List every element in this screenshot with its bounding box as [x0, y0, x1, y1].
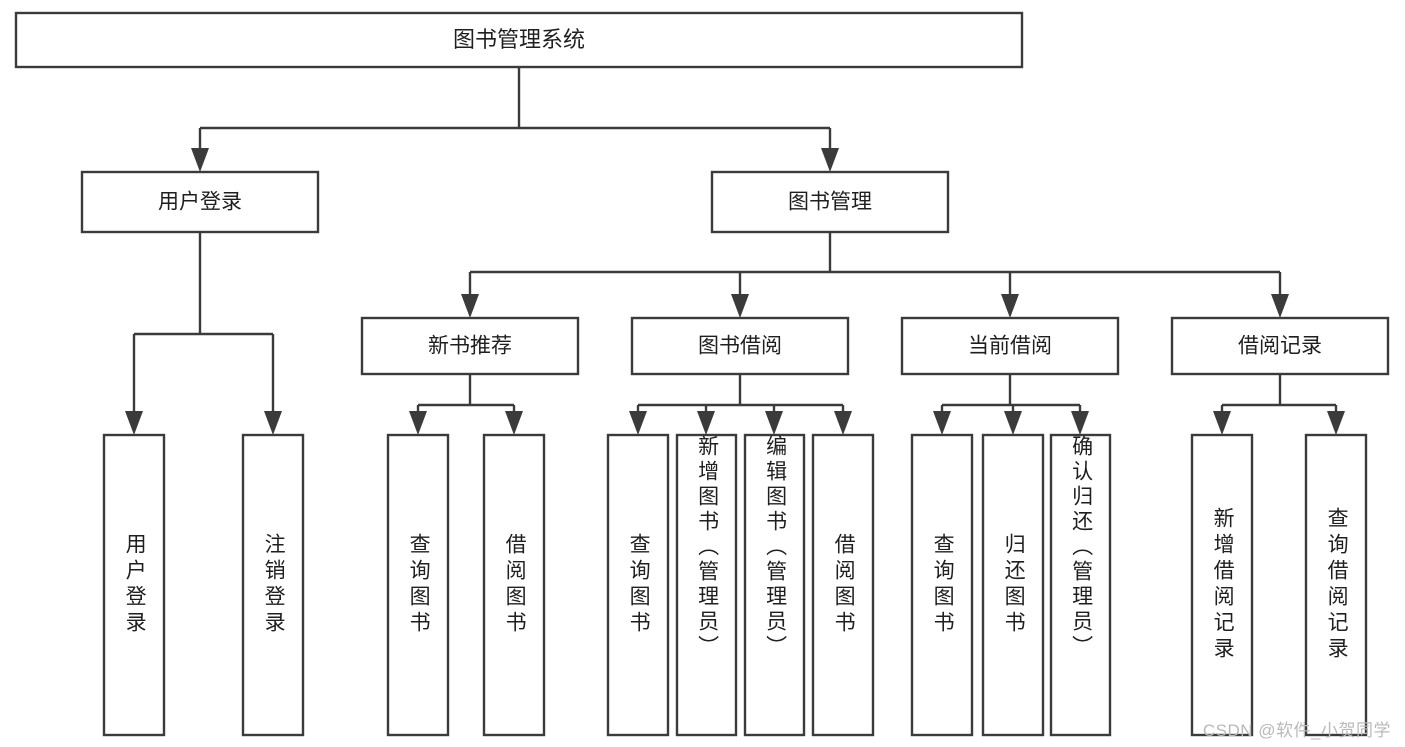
leaf-box-return-book[interactable] — [981, 433, 1045, 737]
arrow-head-leaf-query-borrow-record — [1327, 411, 1345, 435]
node-borrow-record[interactable]: 借阅记录 — [1170, 316, 1390, 376]
edges-book-borrow-to-leaves — [629, 374, 852, 435]
node-current-borrow-label: 当前借阅 — [968, 335, 1052, 358]
node-book-management[interactable]: 图书管理 — [710, 170, 950, 234]
arrow-head-leaf-borrow-book-nbr — [505, 411, 523, 435]
arrow-head-book-borrow — [731, 294, 749, 318]
arrow-head-leaf-add-borrow-record — [1213, 411, 1231, 435]
arrow-head-leaf-confirm-return-admin — [1071, 411, 1089, 435]
node-new-book-recommend-label: 新书推荐 — [428, 335, 512, 358]
leaf-box-query-book-cb[interactable] — [910, 433, 974, 737]
node-root[interactable]: 图书管理系统 — [14, 11, 1024, 69]
edges-new-book-recommend-to-leaves — [409, 374, 523, 435]
leaf-box-query-book-bb[interactable] — [606, 433, 670, 737]
edges-book-management-to-level3 — [461, 232, 1289, 318]
leaf-box-borrow-book-nbr[interactable] — [482, 433, 546, 737]
edges-current-borrow-to-leaves — [933, 374, 1089, 435]
arrow-head-leaf-user-logout — [264, 411, 282, 435]
arrow-head-book-management — [821, 148, 839, 172]
node-root-box[interactable] — [14, 11, 1024, 69]
leaf-box-confirm-return-admin[interactable] — [1049, 433, 1112, 737]
node-new-book-recommend[interactable]: 新书推荐 — [360, 316, 580, 376]
leaf-box-user-login[interactable] — [102, 433, 166, 737]
node-book-borrow-label: 图书借阅 — [698, 335, 782, 358]
arrow-head-leaf-query-book-cb — [933, 411, 951, 435]
edges-borrow-record-to-leaves — [1213, 374, 1345, 435]
arrow-head-leaf-user-login — [125, 411, 143, 435]
node-user-login[interactable]: 用户登录 — [80, 170, 320, 234]
arrow-head-leaf-query-book-nbr — [409, 411, 427, 435]
node-user-login-box[interactable] — [80, 170, 320, 234]
leaf-box-add-book-admin[interactable] — [675, 433, 738, 737]
watermark-text: CSDN @软件_小贺同学 — [1202, 721, 1391, 740]
arrow-head-leaf-query-book-bb — [629, 411, 647, 435]
node-user-login-label: 用户登录 — [158, 191, 242, 214]
node-book-management-label: 图书管理 — [788, 191, 872, 214]
arrow-head-new-book-recommend — [461, 294, 479, 318]
arrow-head-leaf-borrow-book-bb — [834, 411, 852, 435]
leaf-box-query-book-nbr[interactable] — [386, 433, 450, 737]
node-current-borrow[interactable]: 当前借阅 — [900, 316, 1120, 376]
arrow-head-leaf-edit-book-admin — [765, 411, 783, 435]
arrow-head-user-login — [191, 148, 209, 172]
leaf-box-query-borrow-record[interactable] — [1304, 433, 1368, 737]
leaf-box-edit-book-admin[interactable] — [743, 433, 806, 737]
edges-user-login-to-leaves — [125, 232, 282, 435]
edges-root-to-level2 — [191, 67, 839, 172]
arrow-head-borrow-record — [1271, 294, 1289, 318]
leaf-boxes — [102, 433, 1368, 737]
arrow-head-leaf-add-book-admin — [697, 411, 715, 435]
node-borrow-record-box[interactable] — [1170, 316, 1390, 376]
node-root-label: 图书管理系统 — [453, 27, 585, 52]
leaf-box-user-logout[interactable] — [241, 433, 305, 737]
leaf-box-add-borrow-record[interactable] — [1190, 433, 1254, 737]
arrow-head-leaf-return-book — [1004, 411, 1022, 435]
node-book-borrow[interactable]: 图书借阅 — [630, 316, 850, 376]
node-borrow-record-label: 借阅记录 — [1238, 335, 1322, 358]
node-new-book-recommend-box[interactable] — [360, 316, 580, 376]
node-current-borrow-box[interactable] — [900, 316, 1120, 376]
node-book-borrow-box[interactable] — [630, 316, 850, 376]
arrow-head-current-borrow — [1001, 294, 1019, 318]
node-book-management-box[interactable] — [710, 170, 950, 234]
leaf-box-borrow-book-bb[interactable] — [811, 433, 875, 737]
